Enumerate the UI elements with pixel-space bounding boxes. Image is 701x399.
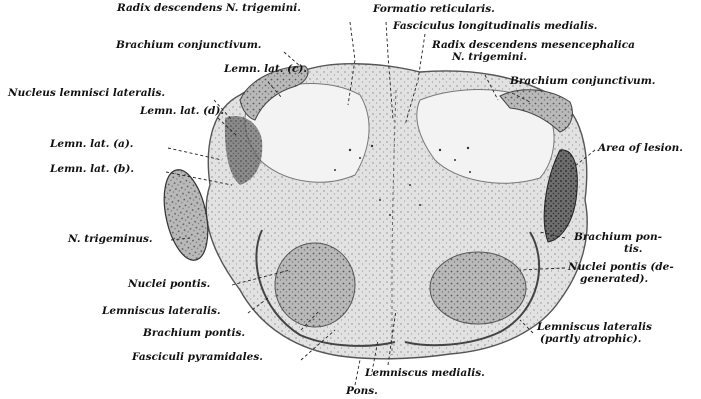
label-nuclei-pontis-left: Nuclei pontis. <box>128 279 210 290</box>
nuclei-pontis-right-shape <box>430 252 526 324</box>
nuclei-pontis-left-shape <box>275 243 355 327</box>
label-radix-descendens-n-trigemini: Radix descendens N. trigemini. <box>117 3 301 14</box>
label-brachium-pontis-right-2: tis. <box>624 244 642 255</box>
label-n-trigemini: N. trigemini. <box>452 52 527 63</box>
label-fasciculi-pyramidales: Fasciculi pyramidales. <box>132 352 263 363</box>
label-radix-descendens-mesencephalica: Radix descendens mesencephalica <box>432 40 635 51</box>
label-nuclei-pontis-right-2: generated). <box>580 274 648 285</box>
label-lemniscus-lateralis-left: Lemniscus lateralis. <box>102 306 221 317</box>
label-fasciculus-longitudinalis-medialis: Fasciculus longitudinalis medialis. <box>393 21 597 32</box>
label-brachium-pontis-left: Brachium pontis. <box>143 328 245 339</box>
label-pons: Pons. <box>346 386 378 397</box>
label-lemniscus-medialis: Lemniscus medialis. <box>365 368 485 379</box>
label-area-of-lesion: Area of lesion. <box>598 143 683 154</box>
label-brachium-pontis-right-1: Brachium pon- <box>574 232 662 243</box>
label-formatio-reticularis: Formatio reticularis. <box>373 4 495 15</box>
n-trigeminus-shape <box>157 166 215 264</box>
label-lemn-lat-c: Lemn. lat. (c). <box>224 64 307 75</box>
label-lemn-lat-a: Lemn. lat. (a). <box>50 139 133 150</box>
label-nucleus-lemnisci-lateralis: Nucleus lemnisci lateralis. <box>8 88 165 99</box>
label-brachium-conjunctivum-right: Brachium conjunctivum. <box>510 76 655 87</box>
label-nuclei-pontis-right-1: Nuclei pontis (de- <box>568 262 674 273</box>
label-brachium-conjunctivum-left: Brachium conjunctivum. <box>116 40 261 51</box>
label-lemn-lat-b: Lemn. lat. (b). <box>50 164 134 175</box>
label-lemniscus-lateralis-right-1: Lemniscus lateralis <box>537 322 652 333</box>
label-n-trigeminus: N. trigeminus. <box>68 234 153 245</box>
label-lemniscus-lateralis-right-2: (partly atrophic). <box>540 334 641 345</box>
label-lemn-lat-d: Lemn. lat. (d). <box>140 106 224 117</box>
